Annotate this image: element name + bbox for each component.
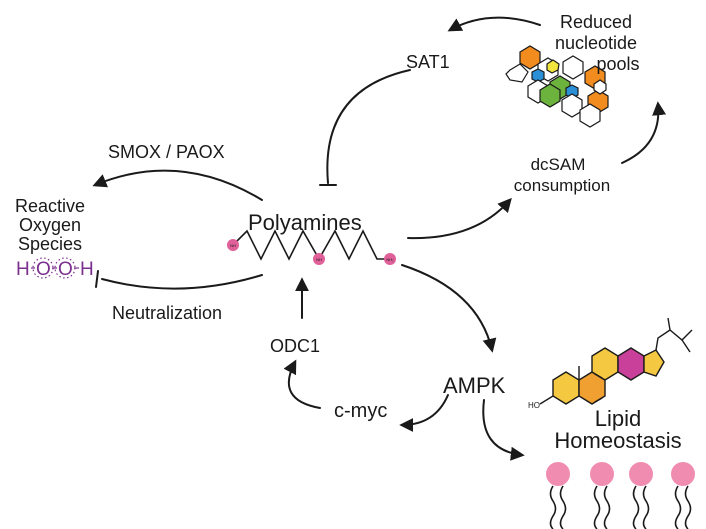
arrow-ampk-to-lipid bbox=[482, 399, 525, 461]
peroxide-o-left: O bbox=[36, 259, 51, 280]
steroid-structure: HO bbox=[528, 317, 693, 410]
label-polyamines: Polyamines bbox=[248, 210, 362, 235]
svg-text:Species: Species bbox=[18, 234, 82, 254]
label-reduced-pools: Reduced nucleotide pools bbox=[555, 12, 640, 74]
arrow-polyamines-to-ros bbox=[92, 169, 263, 201]
inhibit-bar-ros bbox=[95, 270, 99, 288]
label-smox-paox: SMOX / PAOX bbox=[108, 142, 225, 162]
svg-text:Reactive: Reactive bbox=[15, 196, 85, 216]
steroid-ho-label: HO bbox=[528, 401, 540, 410]
svg-text:Lipid: Lipid bbox=[595, 406, 641, 431]
amine-label-left: NH bbox=[230, 243, 236, 248]
arrow-polyamines-to-ampk bbox=[401, 264, 497, 353]
label-ampk: AMPK bbox=[443, 373, 506, 398]
inhibit-neutralization-to-ros bbox=[101, 274, 263, 290]
peroxide-o-right: O bbox=[58, 259, 73, 280]
label-dcsam: dcSAM consumption bbox=[514, 155, 610, 195]
amine-label-right: NH₂ bbox=[386, 257, 394, 262]
label-neutralization: Neutralization bbox=[112, 303, 222, 323]
svg-text:nucleotide: nucleotide bbox=[555, 33, 637, 53]
inhibit-sat1-to-polyamines bbox=[326, 69, 411, 184]
peroxide-h-right: H bbox=[80, 259, 94, 280]
polyamine-molecule: NH NH NH₂ bbox=[227, 229, 396, 265]
arrow-ampk-to-cmyc bbox=[399, 394, 449, 432]
label-lipid-homeostasis: Lipid Homeostasis bbox=[554, 406, 681, 453]
svg-text:Oxygen: Oxygen bbox=[19, 215, 81, 235]
peroxide-h-left: H bbox=[16, 259, 30, 280]
arrow-polyamines-to-dcsam bbox=[407, 197, 512, 240]
svg-text:consumption: consumption bbox=[514, 176, 610, 195]
lipid-bilayer bbox=[546, 462, 695, 529]
nucleotide-pool-icons bbox=[505, 45, 609, 128]
arrow-pools-to-sat1 bbox=[447, 16, 541, 32]
amine-node-middle bbox=[313, 253, 325, 265]
amine-label-middle: NH bbox=[316, 257, 322, 262]
hydrogen-peroxide: H O O H bbox=[16, 257, 94, 280]
arrow-cmyc-to-odc1 bbox=[283, 359, 321, 409]
svg-text:Homeostasis: Homeostasis bbox=[554, 428, 681, 453]
amine-node-right bbox=[384, 253, 396, 265]
label-odc1: ODC1 bbox=[270, 336, 320, 356]
svg-text:pools: pools bbox=[596, 54, 639, 74]
amine-node-left bbox=[227, 239, 239, 251]
label-cmyc: c-myc bbox=[334, 400, 387, 422]
label-ros: Reactive Oxygen Species bbox=[15, 196, 85, 254]
arrow-dcsam-to-pools bbox=[621, 101, 667, 164]
svg-text:dcSAM: dcSAM bbox=[531, 155, 586, 174]
label-sat1: SAT1 bbox=[406, 52, 450, 72]
svg-text:Reduced: Reduced bbox=[560, 12, 632, 32]
